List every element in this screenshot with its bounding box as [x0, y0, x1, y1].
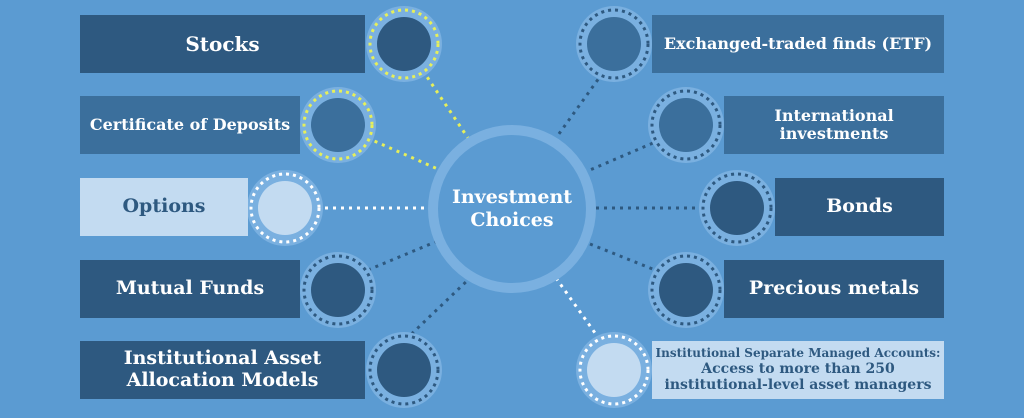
item-international-investments: International investments: [724, 96, 944, 154]
item-options-label: Options: [122, 195, 206, 218]
bubble-metals: [659, 263, 713, 317]
bubble-cds-dots: [302, 89, 374, 161]
item-stocks-label: Stocks: [185, 31, 260, 56]
bubble-iaam-dots: [368, 334, 440, 406]
bubble-etf: [587, 17, 641, 71]
bubble-metals-dots: [650, 254, 722, 326]
item-intl-label-line2: investments: [779, 124, 889, 143]
bubble-options-dots: [249, 172, 321, 244]
bubble-intl: [659, 98, 713, 152]
connector-metals: [589, 242, 661, 274]
bubble-stocks: [377, 17, 431, 71]
hub-title-line2: Choices: [470, 209, 554, 231]
item-precious-metals: Precious metals: [724, 260, 944, 318]
item-mutual-funds: Mutual Funds: [80, 260, 300, 318]
item-bonds-label: Bonds: [826, 195, 893, 218]
bubble-cds: [311, 98, 365, 152]
item-options: Options: [80, 178, 248, 236]
bubble-stocks-dots: [368, 8, 440, 80]
item-etf: Exchanged-traded finds (ETF): [652, 15, 944, 73]
item-etf-label: Exchanged-traded finds (ETF): [663, 33, 933, 53]
item-cds-label: Certificate of Deposits: [89, 114, 291, 134]
bubble-iaam: [377, 343, 431, 397]
hub-title-line1: Investment: [451, 186, 573, 209]
bubble-bonds: [710, 181, 764, 235]
bubble-mutual-funds-dots: [302, 254, 374, 326]
item-isma-label-line2: Access to more than 250: [701, 360, 895, 377]
connector-intl: [589, 138, 661, 172]
bubble-isma-dots: [578, 334, 650, 406]
bubble-etf-dots: [578, 8, 650, 80]
bubble-intl-dots: [650, 89, 722, 161]
item-mutual-funds-label: Mutual Funds: [115, 277, 265, 300]
item-intl-label-line1: International: [774, 105, 894, 125]
connector-isma: [554, 277, 602, 341]
bubble-isma: [587, 343, 641, 397]
bubble-mutual-funds: [311, 263, 365, 317]
item-isma-label-line3: institutional-level asset managers: [664, 376, 932, 393]
item-institutional-separate-managed-accounts: Institutional Separate Managed Accounts:…: [652, 341, 944, 399]
item-stocks: Stocks: [80, 15, 365, 73]
item-certificate-of-deposits: Certificate of Deposits: [80, 96, 300, 154]
connector-mutual-funds: [367, 238, 441, 272]
bubble-bonds-dots: [701, 172, 773, 244]
item-iaam-label-line1: Institutional Asset: [123, 347, 322, 370]
item-iaam-label-line2: Allocation Models: [126, 369, 319, 391]
item-bonds: Bonds: [775, 178, 944, 236]
item-metals-label: Precious metals: [748, 277, 920, 300]
item-isma-label-line1: Institutional Separate Managed Accounts:: [655, 346, 941, 360]
item-institutional-asset-allocation-models: Institutional Asset Allocation Models: [80, 341, 365, 399]
bubble-options: [258, 181, 312, 235]
hub-circle: [438, 135, 586, 283]
hub-title: Investment Choices: [432, 139, 592, 279]
